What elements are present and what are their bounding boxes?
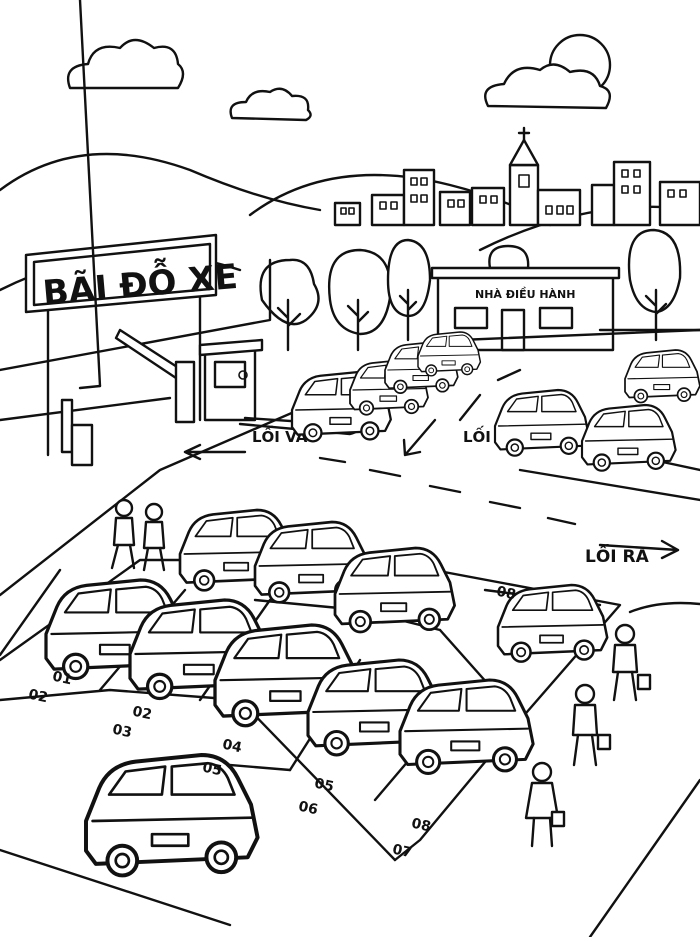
city-skyline <box>333 126 700 227</box>
road-edge <box>628 601 700 614</box>
tree-icon <box>627 228 682 342</box>
slot-number: 07 <box>391 842 413 862</box>
person-icon <box>110 498 136 570</box>
cloud-icon <box>66 38 185 90</box>
tree-icon <box>488 244 530 270</box>
lot-edge <box>0 568 62 657</box>
slot-number: 02 <box>131 704 153 724</box>
road-edge <box>0 258 272 372</box>
car-icon <box>398 678 535 775</box>
person-icon <box>142 502 166 572</box>
arrow-icon <box>402 368 522 457</box>
tree-icon <box>327 248 392 352</box>
car-icon <box>624 349 700 404</box>
slot-number: 08 <box>410 816 432 836</box>
car-icon <box>333 546 456 634</box>
person-icon <box>571 683 612 767</box>
slot-number: 03 <box>111 722 133 742</box>
barrier-icon <box>60 328 196 467</box>
guard-booth <box>198 338 264 422</box>
road-edge <box>588 778 700 937</box>
slot-number: 02 <box>27 687 49 707</box>
car-icon <box>493 388 590 457</box>
slot-number: 08 <box>495 584 517 604</box>
car-icon <box>417 331 482 377</box>
building-name: NHÀ ĐIỀU HÀNH <box>475 287 575 301</box>
slot-number: 04 <box>221 737 244 757</box>
slot-number: 01 <box>51 669 73 689</box>
slot-number: 05 <box>313 776 335 796</box>
car-icon <box>580 403 677 472</box>
slot-number: 06 <box>297 799 319 819</box>
arrow-icon <box>598 539 680 560</box>
cloud-icon <box>229 87 312 122</box>
road-edge <box>0 848 232 927</box>
person-icon <box>611 623 652 702</box>
hill-line <box>0 152 322 212</box>
person-icon <box>524 761 566 848</box>
center-dashes <box>78 0 577 526</box>
road-edge <box>0 396 172 422</box>
slot-number: 05 <box>201 760 223 780</box>
cloud-icon <box>484 63 612 110</box>
arrow-icon <box>183 443 247 461</box>
car-icon <box>84 753 260 878</box>
tree-icon <box>259 258 320 352</box>
tree-icon <box>386 238 432 342</box>
